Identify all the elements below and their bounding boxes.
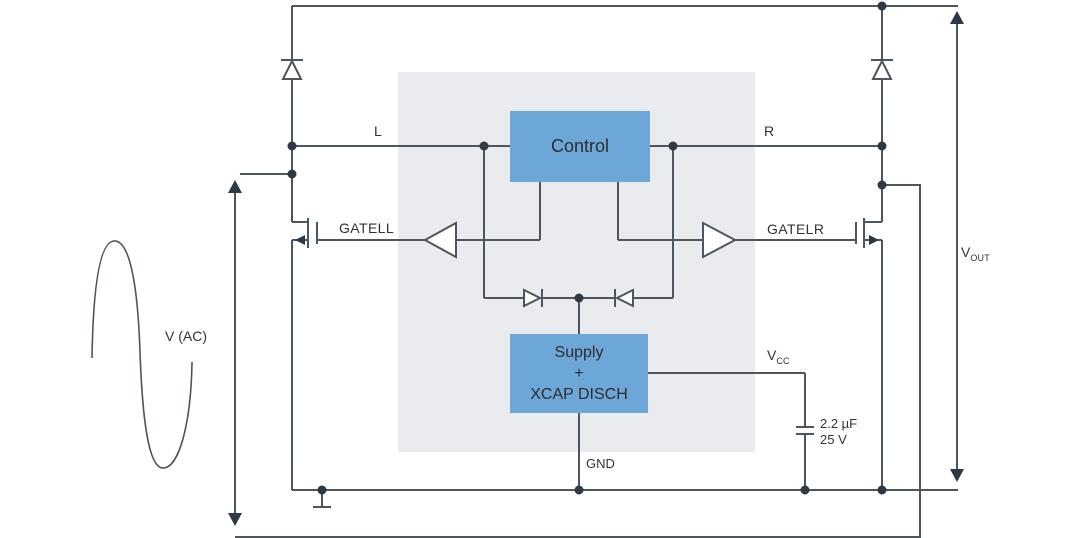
left-top-diode-icon xyxy=(281,58,303,80)
vcc-label-base: V xyxy=(767,347,777,363)
vout-arrow-up-icon xyxy=(950,11,964,24)
vac-arrow-up-icon xyxy=(228,180,242,193)
vac-label: V (AC) xyxy=(165,328,207,344)
sine-wave-icon xyxy=(91,240,193,469)
supply-label-line2: + xyxy=(574,365,584,382)
l-net-label: L xyxy=(374,123,382,139)
rectifier-diode-left-icon xyxy=(523,288,543,308)
right-mosfet-arrow-icon xyxy=(869,235,879,245)
rectifier-diode-right-icon xyxy=(614,288,634,308)
left-buffer-icon xyxy=(422,221,457,259)
vcc-net xyxy=(648,372,814,490)
vcc-label-sub: CC xyxy=(776,356,790,366)
right-buffer-icon xyxy=(702,221,738,259)
gatell-label: GATELL xyxy=(339,220,395,236)
gate-drive-wires xyxy=(456,182,703,241)
cap-voltage-label: 25 V xyxy=(820,432,847,447)
supply-label-line1: Supply xyxy=(554,344,604,361)
junction-nodes xyxy=(287,1,887,495)
vout-label-sub: OUT xyxy=(970,253,990,263)
vac-arrow-down-icon xyxy=(228,513,242,526)
supply-block-label: Supply + XCAP DISCH xyxy=(510,334,648,413)
supply-block xyxy=(510,334,648,413)
vout-arrow-down-icon xyxy=(950,469,964,482)
right-leg-wires xyxy=(735,6,893,490)
left-leg-wires xyxy=(240,6,425,490)
r-net-label: R xyxy=(764,123,775,139)
gatelr-label: GATELR xyxy=(767,221,825,237)
right-top-diode-icon xyxy=(871,58,893,80)
ac-return-wire xyxy=(235,184,921,538)
vout-label: VOUT xyxy=(961,244,990,264)
vcc-label: VCC xyxy=(767,347,790,367)
supply-label-line3: XCAP DISCH xyxy=(530,386,628,403)
vout-label-base: V xyxy=(961,244,971,260)
control-block-label: Control xyxy=(550,136,610,156)
control-block xyxy=(510,111,650,182)
cap-value-label: 2.2 µF xyxy=(820,416,858,431)
left-mosfet-arrow-icon xyxy=(295,235,305,245)
gnd-label: GND xyxy=(586,456,615,471)
